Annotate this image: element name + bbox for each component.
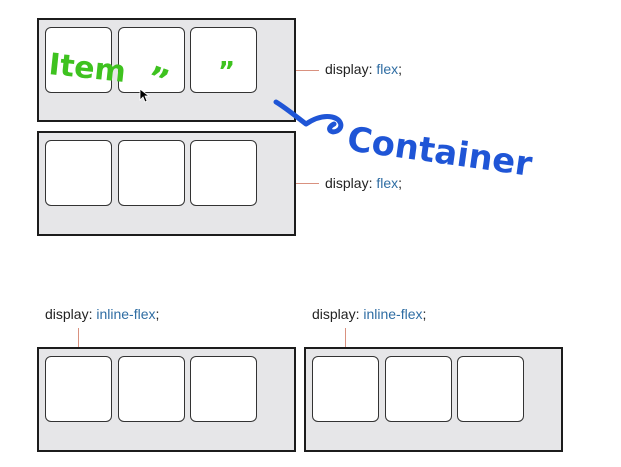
semicolon: ; <box>398 61 403 77</box>
flex-container-2 <box>37 131 296 236</box>
flex-item-3 <box>190 27 257 93</box>
prop-name: display: <box>312 306 360 322</box>
flex-item-3 <box>190 140 257 206</box>
flex-item-1 <box>312 356 379 422</box>
leader-line-1 <box>296 70 319 71</box>
flex-item-1 <box>45 27 112 93</box>
flex-item-1 <box>45 356 112 422</box>
handwritten-item-label: Item <box>47 47 127 90</box>
leader-line-4 <box>345 328 346 347</box>
leader-line-2 <box>296 183 319 184</box>
prop-value: flex <box>376 61 399 77</box>
prop-value: inline-flex <box>363 306 423 322</box>
display-label-1: display: flex; <box>325 61 402 77</box>
flex-item-2 <box>118 140 185 206</box>
handwritten-arrow-stroke <box>273 99 344 135</box>
prop-value: flex <box>376 175 399 191</box>
flex-item-2 <box>385 356 452 422</box>
flex-item-2 <box>118 27 185 93</box>
flex-item-1 <box>45 140 112 206</box>
prop-value: inline-flex <box>96 306 156 322</box>
display-label-2: display: flex; <box>325 175 402 191</box>
prop-name: display: <box>325 61 373 77</box>
flex-item-3 <box>190 356 257 422</box>
semicolon: ; <box>422 306 427 322</box>
flex-item-2 <box>118 356 185 422</box>
leader-line-3 <box>78 328 79 347</box>
handwritten-ditto-mark-2: ” <box>218 57 235 87</box>
display-label-3: display: inline-flex; <box>45 306 159 322</box>
inline-flex-container-2 <box>304 347 563 452</box>
prop-name: display: <box>325 175 373 191</box>
flex-item-3 <box>457 356 524 422</box>
semicolon: ; <box>398 175 403 191</box>
flex-container-1 <box>37 18 296 122</box>
prop-name: display: <box>45 306 93 322</box>
display-label-4: display: inline-flex; <box>312 306 426 322</box>
semicolon: ; <box>155 306 160 322</box>
mouse-cursor-icon <box>139 88 151 103</box>
inline-flex-container-1 <box>37 347 296 452</box>
handwritten-container-label: Container <box>345 119 535 185</box>
